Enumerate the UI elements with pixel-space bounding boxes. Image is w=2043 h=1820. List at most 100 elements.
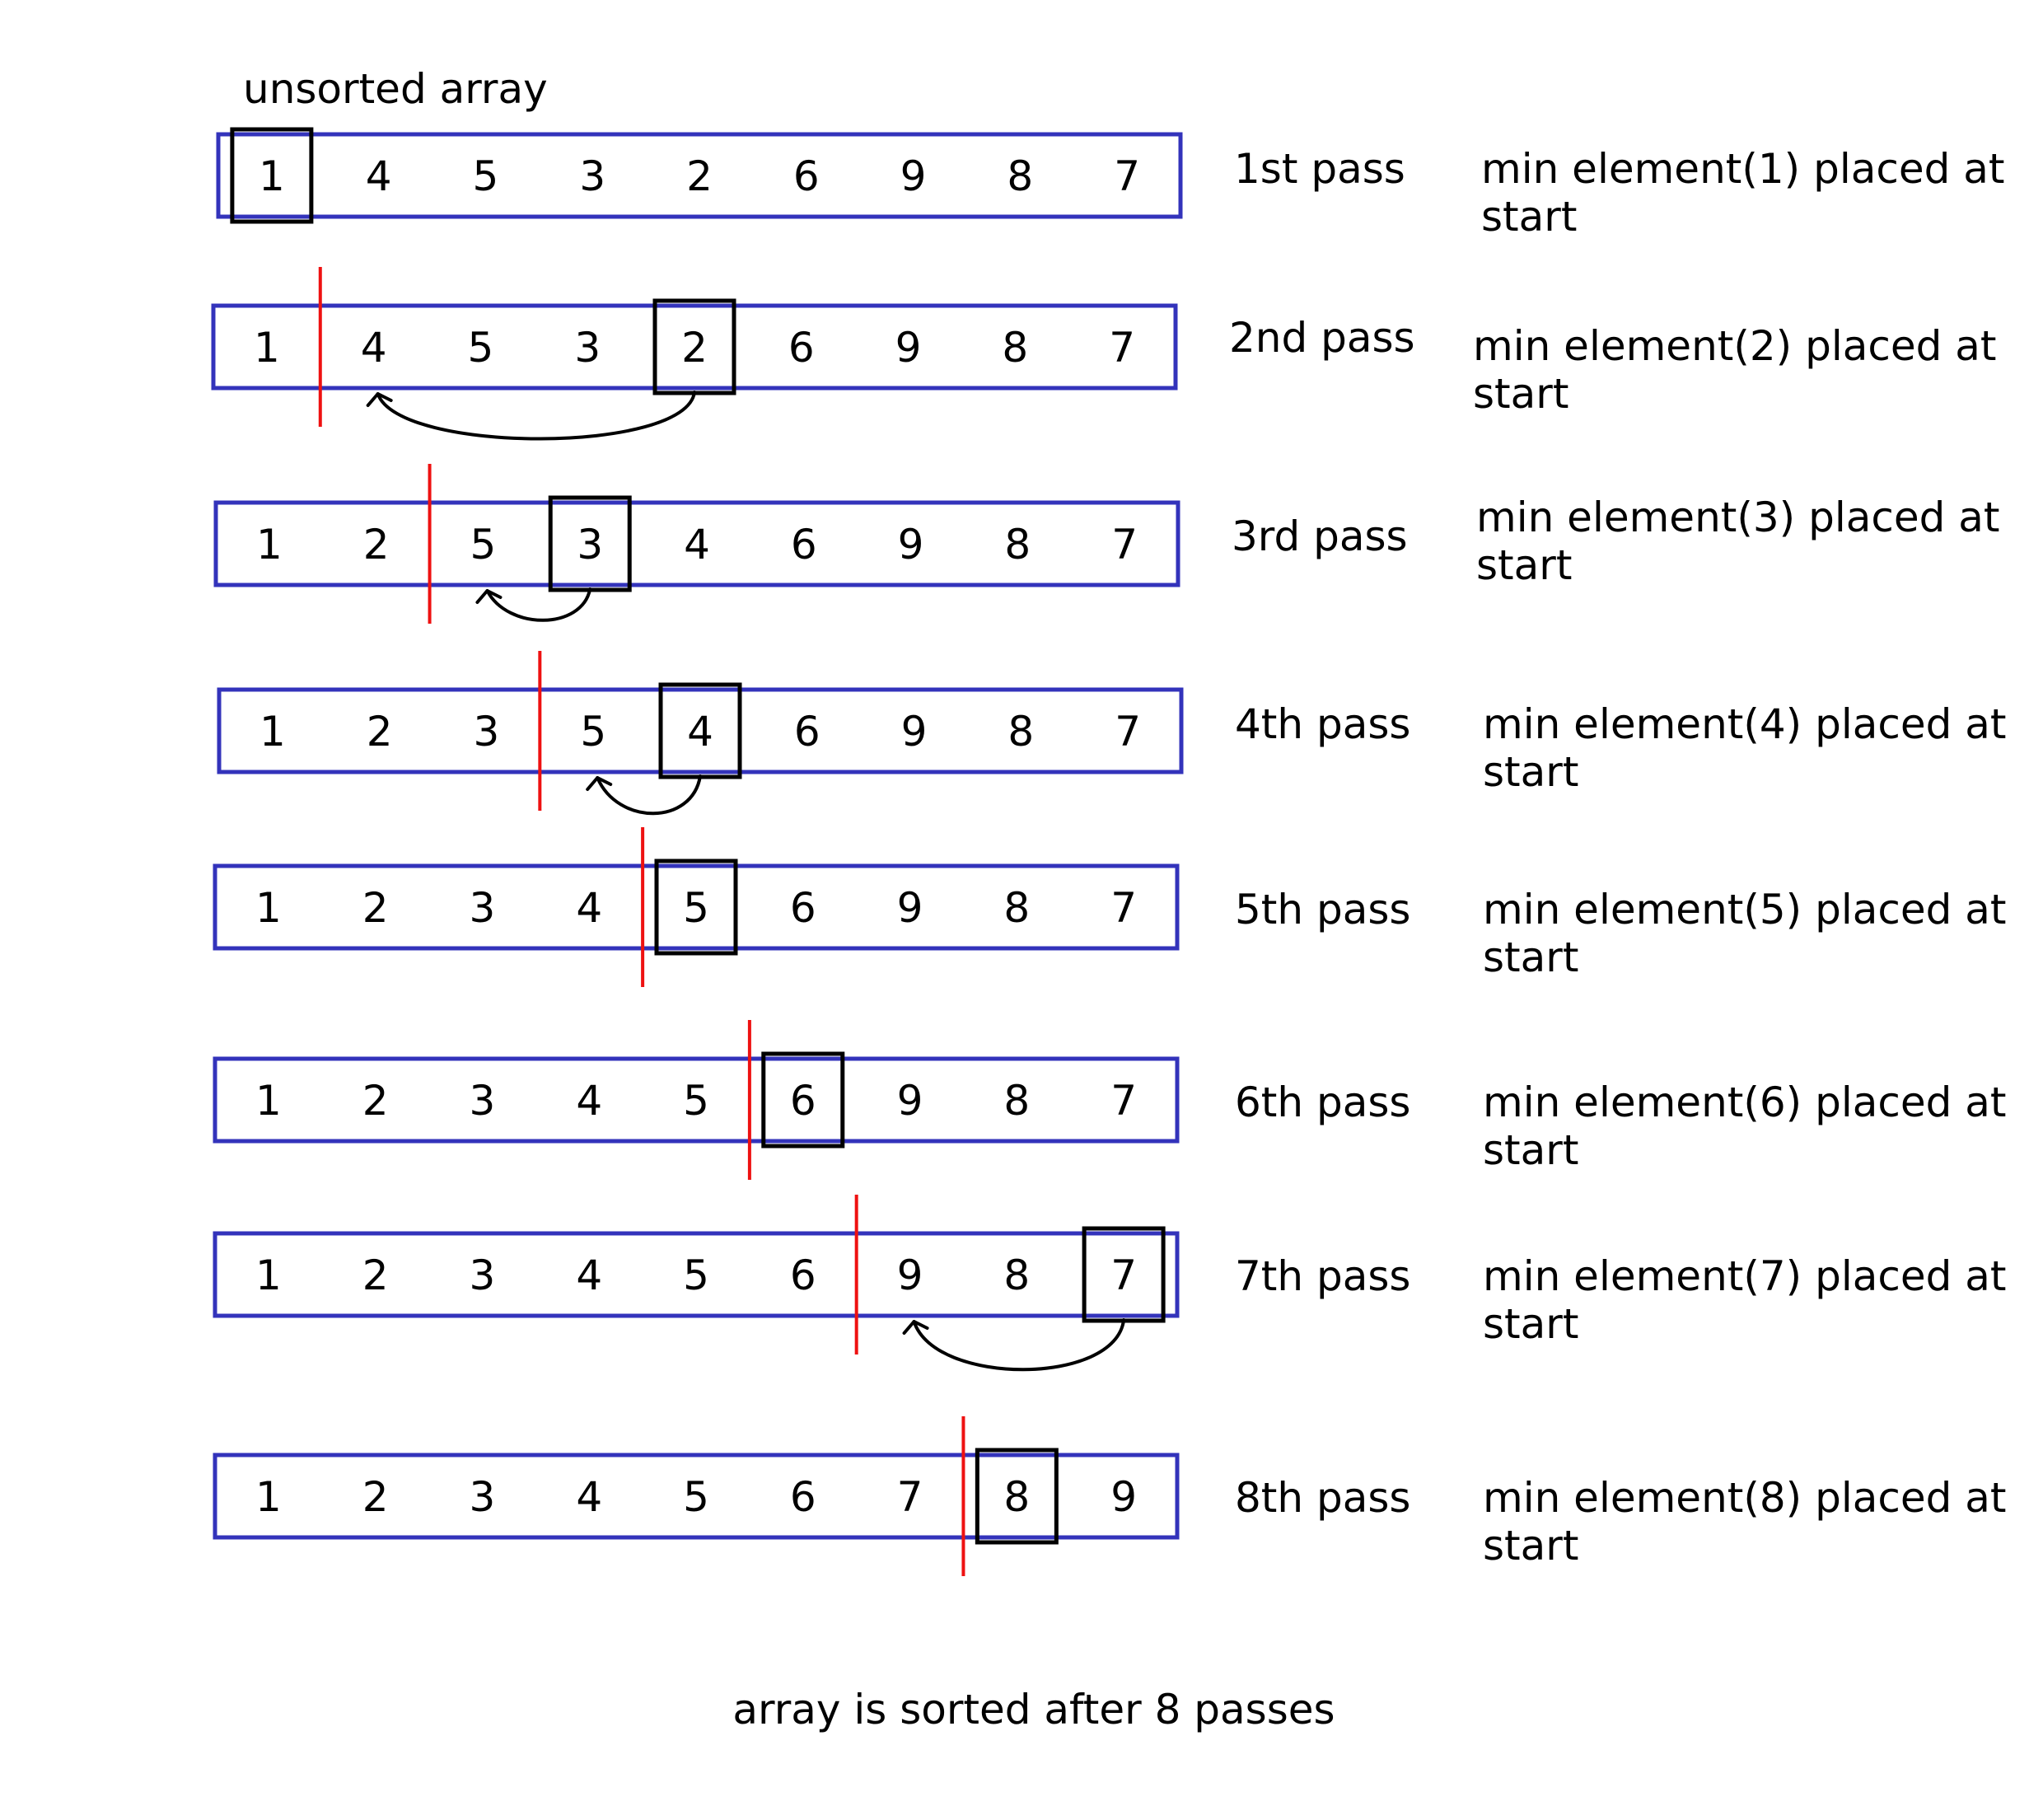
array-cell: 8 xyxy=(1002,324,1028,372)
array-cell: 8 xyxy=(1003,884,1030,932)
array-cell: 7 xyxy=(1111,521,1138,568)
swap-arrowhead xyxy=(366,392,393,407)
array-cell: 3 xyxy=(577,521,603,568)
swap-arrowhead xyxy=(475,589,503,604)
swap-arrowhead xyxy=(902,1320,929,1335)
array-cell: 5 xyxy=(470,521,497,568)
array-cell: 1 xyxy=(255,884,282,932)
array-cell: 6 xyxy=(794,708,820,756)
array-cell: 1 xyxy=(259,708,286,756)
pass-description-line1: min element(1) placed at xyxy=(1481,145,2004,193)
pass-description-line1: min element(5) placed at xyxy=(1483,886,2006,933)
array-cell: 6 xyxy=(790,1473,816,1521)
array-cell: 1 xyxy=(256,521,283,568)
array-cell: 2 xyxy=(362,1077,389,1125)
footer-caption: array is sorted after 8 passes xyxy=(732,1686,1335,1733)
array-cell: 9 xyxy=(897,1077,923,1125)
pass-description-line1: min element(8) placed at xyxy=(1483,1474,2006,1522)
array-cell: 2 xyxy=(363,521,390,568)
array-cell: 7 xyxy=(1110,1077,1137,1125)
array-cell: 3 xyxy=(579,152,605,200)
pass-description-line2: start xyxy=(1476,541,1572,589)
pass-description-line1: min element(6) placed at xyxy=(1483,1078,2006,1126)
array-cell: 5 xyxy=(683,1252,709,1299)
pass-description-line1: min element(4) placed at xyxy=(1483,700,2006,748)
array-cell: 3 xyxy=(474,708,500,756)
array-cell: 9 xyxy=(897,884,923,932)
array-cell: 7 xyxy=(1114,152,1140,200)
array-cell: 9 xyxy=(898,521,924,568)
pass-label: 4th pass xyxy=(1235,700,1410,748)
pass-description-line2: start xyxy=(1473,370,1568,418)
array-cell: 8 xyxy=(1003,1077,1030,1125)
array-cell: 1 xyxy=(255,1252,282,1299)
swap-arrow xyxy=(376,391,696,441)
pass-label: 8th pass xyxy=(1235,1474,1410,1522)
pass-label: 7th pass xyxy=(1235,1252,1410,1300)
array-cell: 1 xyxy=(255,1473,282,1521)
swap-arrow xyxy=(485,587,592,622)
array-cell: 5 xyxy=(468,324,494,372)
array-cell: 2 xyxy=(681,324,708,372)
pass-label: 3rd pass xyxy=(1232,512,1408,560)
array-cell: 6 xyxy=(791,521,817,568)
array-cell: 8 xyxy=(1007,708,1034,756)
array-cell: 9 xyxy=(900,152,927,200)
pass-description-line2: start xyxy=(1483,1522,1578,1570)
array-cell: 1 xyxy=(255,1077,282,1125)
swap-arrow xyxy=(596,774,702,816)
array-cell: 3 xyxy=(470,884,496,932)
array-cell: 2 xyxy=(362,1252,389,1299)
array-cell: 2 xyxy=(686,152,713,200)
array-cell: 7 xyxy=(897,1473,923,1521)
pass-description-line1: min element(2) placed at xyxy=(1473,322,1996,370)
passes: 1 4 5 3 2 6 9 8 7 1st pass min element(1) placed a… xyxy=(211,127,2006,1576)
pass-label: 1st pass xyxy=(1234,145,1405,193)
array-cell: 8 xyxy=(1003,1473,1030,1521)
array-cell: 9 xyxy=(895,324,922,372)
array-cell: 1 xyxy=(254,324,280,372)
array-cell: 2 xyxy=(362,1473,389,1521)
array-outline xyxy=(213,500,1180,587)
array-cell: 3 xyxy=(470,1252,496,1299)
pass-description-line2: start xyxy=(1483,933,1578,981)
array-cell: 4 xyxy=(361,324,387,372)
array-cell: 4 xyxy=(576,1077,602,1125)
array-cell: 9 xyxy=(1110,1473,1137,1521)
array-cell: 9 xyxy=(897,1252,923,1299)
array-outline xyxy=(213,1231,1180,1318)
array-cell: 3 xyxy=(470,1077,496,1125)
array-cell: 6 xyxy=(793,152,820,200)
min-element-highlight xyxy=(975,1448,1059,1545)
pass-description-line1: min element(7) placed at xyxy=(1483,1252,2006,1300)
array-cell: 8 xyxy=(1004,521,1031,568)
array-cell: 8 xyxy=(1003,1252,1030,1299)
swap-arrowhead xyxy=(586,776,613,791)
swap-arrow xyxy=(912,1318,1126,1372)
pass-label: 6th pass xyxy=(1235,1078,1410,1126)
min-element-highlight xyxy=(761,1051,845,1149)
diagram-title: unsorted array xyxy=(243,65,548,113)
array-cell: 4 xyxy=(684,521,710,568)
array-cell: 2 xyxy=(362,884,389,932)
array-cell: 5 xyxy=(580,708,606,756)
pass-description-line1: min element(3) placed at xyxy=(1476,494,1999,541)
array-cell: 5 xyxy=(473,152,499,200)
array-outline xyxy=(213,1056,1180,1144)
array-cell: 7 xyxy=(1110,884,1137,932)
pass-description-line2: start xyxy=(1481,193,1577,241)
array-cell: 7 xyxy=(1110,1252,1137,1299)
array-cell: 5 xyxy=(683,1473,709,1521)
min-element-highlight xyxy=(230,127,314,224)
array-cell: 8 xyxy=(1007,152,1033,200)
array-cell: 4 xyxy=(576,1473,602,1521)
array-cell: 5 xyxy=(683,884,709,932)
pass-label: 2nd pass xyxy=(1229,314,1415,362)
array-cell: 7 xyxy=(1109,324,1135,372)
